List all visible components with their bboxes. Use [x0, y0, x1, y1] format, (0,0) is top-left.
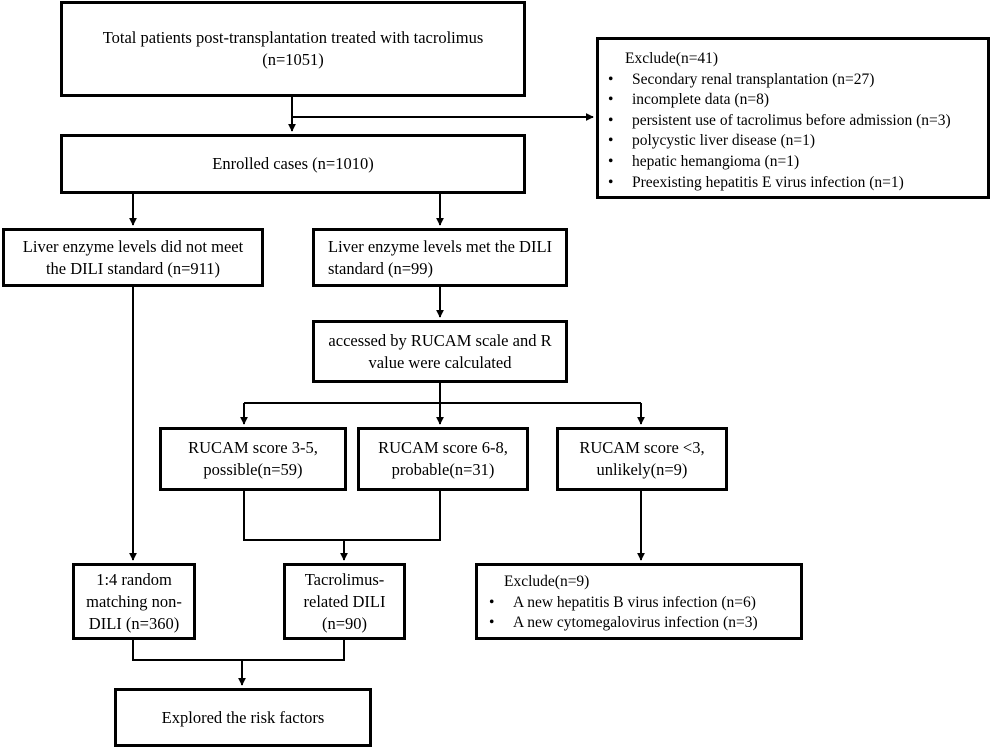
met-line1: Liver enzyme levels met the DILI — [327, 236, 553, 256]
exclude-top-list: Secondary renal transplantation (n=27) i… — [605, 70, 987, 194]
exclude-top-box: Exclude(n=41) Secondary renal transplant… — [596, 37, 990, 199]
total-patients-line2: (n=1051) — [262, 50, 324, 69]
not-meet-line2: the DILI standard (n=911) — [45, 258, 221, 278]
met-dili-box: Liver enzyme levels met the DILI standar… — [312, 228, 568, 287]
rucam-probable-box: RUCAM score 6-8, probable(n=31) — [357, 427, 529, 491]
possible-line2: possible(n=59) — [203, 460, 303, 479]
matching-line1: 1:4 random — [96, 569, 172, 589]
probable-line1: RUCAM score 6-8, — [378, 438, 508, 457]
random-matching-box: 1:4 random matching non- DILI (n=360) — [72, 563, 196, 640]
exclude-top-item: polycystic liver disease (n=1) — [605, 131, 987, 152]
tac-dili-line3: (n=90) — [321, 613, 368, 633]
probable-line2: probable(n=31) — [391, 460, 495, 479]
tac-dili-line1: Tacrolimus- — [304, 569, 385, 589]
exclude-bottom-title: Exclude(n=9) — [504, 573, 590, 590]
exclude-top-item: hepatic hemangioma (n=1) — [605, 152, 987, 173]
exclude-top-item: incomplete data (n=8) — [605, 90, 987, 111]
rucam-possible-box: RUCAM score 3-5, possible(n=59) — [159, 427, 347, 491]
line-merge-possible-probable — [243, 491, 441, 541]
not-meet-dili-box: Liver enzyme levels did not meet the DIL… — [2, 228, 264, 287]
enrolled-text: Enrolled cases (n=1010) — [212, 154, 374, 173]
exclude-top-title: Exclude(n=41) — [625, 50, 719, 67]
total-patients-line1: Total patients post-transplantation trea… — [102, 28, 484, 47]
tacrolimus-dili-box: Tacrolimus- related DILI (n=90) — [283, 563, 406, 640]
not-meet-line1: Liver enzyme levels did not meet — [22, 236, 244, 256]
matching-line2: matching non- — [86, 591, 182, 611]
exclude-bottom-item: A new cytomegalovirus infection (n=3) — [486, 613, 800, 634]
met-line2: standard (n=99) — [327, 258, 434, 278]
exclude-bottom-box: Exclude(n=9) A new hepatitis B virus inf… — [475, 563, 803, 640]
rucam-box: accessed by RUCAM scale and R value were… — [312, 320, 568, 383]
exclude-top-item: persistent use of tacrolimus before admi… — [605, 111, 987, 132]
line-merge-to-risk — [132, 640, 345, 661]
line-rucam-split — [244, 383, 641, 404]
rucam-line1: accessed by RUCAM scale and R — [328, 330, 552, 350]
total-patients-box: Total patients post-transplantation trea… — [60, 1, 526, 97]
rucam-line2: value were calculated — [368, 352, 512, 372]
exclude-bottom-list: A new hepatitis B virus infection (n=6) … — [486, 593, 800, 634]
enrolled-box: Enrolled cases (n=1010) — [60, 134, 526, 194]
possible-line1: RUCAM score 3-5, — [188, 438, 318, 457]
exclude-top-item: Preexisting hepatitis E virus infection … — [605, 173, 987, 194]
exclude-top-item: Secondary renal transplantation (n=27) — [605, 70, 987, 91]
unlikely-line1: RUCAM score <3, — [579, 438, 705, 457]
rucam-unlikely-box: RUCAM score <3, unlikely(n=9) — [556, 427, 728, 491]
risk-factors-box: Explored the risk factors — [114, 688, 372, 747]
matching-line3: DILI (n=360) — [88, 613, 180, 633]
unlikely-line2: unlikely(n=9) — [596, 460, 688, 479]
risk-factors-text: Explored the risk factors — [161, 707, 325, 727]
tac-dili-line2: related DILI — [303, 591, 386, 611]
exclude-bottom-item: A new hepatitis B virus infection (n=6) — [486, 593, 800, 614]
